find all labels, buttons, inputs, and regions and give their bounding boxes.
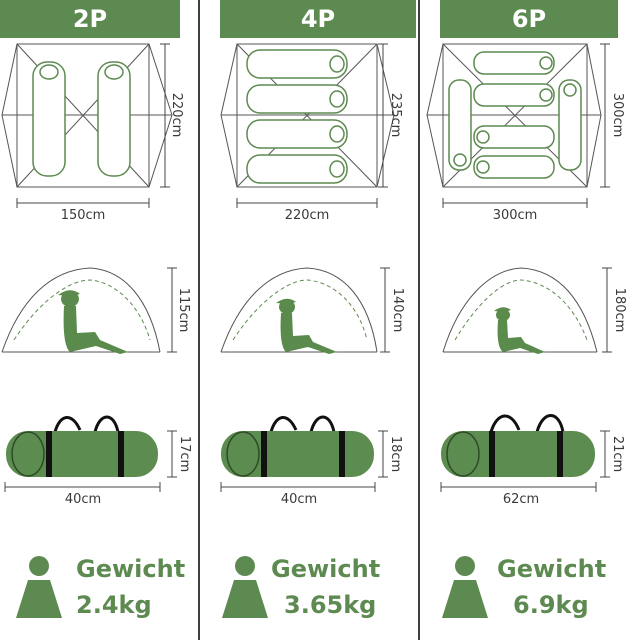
- height-label: 140cm: [390, 288, 405, 333]
- floor-length-label: 235cm: [388, 93, 403, 138]
- pack-length-label: 40cm: [281, 492, 317, 507]
- person-silhouette: [58, 290, 128, 354]
- carry-bag-icon: [441, 414, 595, 477]
- weight-value: 6.9kg: [513, 591, 589, 619]
- tent-profile: [1, 267, 161, 353]
- tent-2p-drawings: 150cm 220cm 115cm: [1, 43, 192, 618]
- tent-arc: [1, 267, 161, 353]
- pack-diameter-label: 17cm: [177, 436, 192, 472]
- sleeping-bag: [558, 79, 582, 171]
- weight-icon: [16, 556, 62, 618]
- tent-arc: [220, 267, 378, 353]
- weight-title: Gewicht: [497, 555, 607, 583]
- person-silhouette: [276, 298, 337, 354]
- pack-diameter-label: 18cm: [388, 436, 403, 472]
- tent-2p-column: 2P 150cm 220cm: [0, 0, 198, 640]
- sleeping-bag: [473, 51, 555, 75]
- sleeping-bag: [246, 119, 348, 149]
- person-silhouette: [494, 307, 545, 354]
- sleeping-bag: [246, 84, 348, 114]
- tent-6p-drawings: 300cm 300cm 180cm: [426, 43, 627, 618]
- weight-title: Gewicht: [271, 555, 381, 583]
- floor-length-label: 300cm: [610, 93, 625, 138]
- weight-icon: [442, 556, 488, 618]
- sleeping-bag: [246, 49, 348, 79]
- weight-title: Gewicht: [76, 555, 186, 583]
- column-divider: [198, 0, 200, 640]
- floor-width-label: 150cm: [61, 208, 106, 223]
- capacity-header: 4P: [220, 0, 416, 38]
- sleeping-bag: [473, 155, 555, 179]
- tent-profile: [442, 267, 598, 353]
- floor-width-label: 220cm: [285, 208, 330, 223]
- sleeping-bag: [97, 61, 131, 177]
- weight-icon: [222, 556, 268, 618]
- sleeping-bag: [473, 125, 555, 149]
- floor-plan: [1, 43, 173, 188]
- pack-length-label: 40cm: [65, 492, 101, 507]
- tent-4p-column: 4P 220cm 235cm: [199, 0, 418, 640]
- column-divider: [418, 0, 420, 640]
- floor-length-label: 220cm: [169, 93, 184, 138]
- tent-6p-column: 6P: [419, 0, 640, 640]
- sleeping-bag: [448, 79, 472, 171]
- sleeping-bag: [32, 61, 66, 177]
- height-label: 180cm: [612, 288, 627, 333]
- weight-value: 2.4kg: [76, 591, 152, 619]
- carry-bag-icon: [221, 415, 374, 477]
- sleeping-bag: [473, 83, 555, 107]
- tent-profile: [220, 267, 378, 353]
- weight-value: 3.65kg: [284, 591, 377, 619]
- pack-length-label: 62cm: [503, 492, 539, 507]
- tent-arc: [442, 267, 598, 353]
- carry-bag-icon: [6, 415, 158, 477]
- capacity-header: 6P: [440, 0, 618, 38]
- sleeping-bag: [246, 154, 348, 184]
- tent-4p-drawings: 220cm 235cm 140cm: [220, 43, 405, 618]
- capacity-header: 2P: [0, 0, 180, 38]
- height-label: 115cm: [176, 288, 191, 333]
- floor-width-label: 300cm: [493, 208, 538, 223]
- pack-diameter-label: 21cm: [610, 436, 625, 472]
